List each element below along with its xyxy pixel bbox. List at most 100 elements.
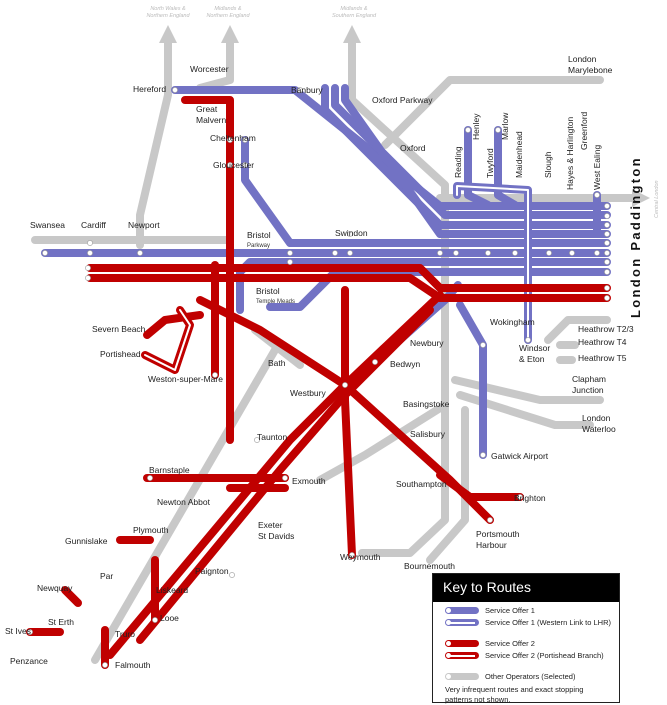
station-label-line: Bristol: [247, 230, 271, 240]
station-dot: [594, 250, 600, 256]
blue-route: [341, 84, 611, 238]
station-label-newton-abbot: Newton Abbot: [157, 497, 211, 507]
station-label-banbury: Banbury: [291, 85, 323, 95]
station-dot: [85, 275, 91, 281]
region-central-london: Central London: [654, 180, 660, 218]
station-label-st-erth: St Erth: [48, 617, 74, 627]
red-route: [181, 96, 234, 444]
station-dot: [495, 127, 501, 133]
station-label-bedwyn: Bedwyn: [390, 359, 421, 369]
station-dot: [604, 259, 610, 265]
station-label-barnstaple: Barnstaple: [149, 465, 190, 475]
red-route: [136, 306, 434, 644]
station-dot: [242, 137, 248, 143]
route-key-title: Key to Routes: [433, 574, 619, 602]
blue-route: [241, 136, 611, 247]
region-north-wales-1: North Wales &: [150, 6, 186, 12]
blue-route-western-link-inner: [456, 185, 529, 341]
arrow-up-icon: [159, 25, 177, 43]
station-dot: [42, 250, 48, 256]
station-label-exmouth: Exmouth: [292, 476, 326, 486]
station-label-plymouth: Plymouth: [133, 525, 169, 535]
region-midlands-north-2: Northern England: [206, 13, 250, 19]
station-label-line: & Eton: [519, 354, 545, 364]
station-label-cardiff: Cardiff: [81, 220, 107, 230]
station-dot: [254, 437, 260, 443]
station-label-newbury: Newbury: [410, 338, 444, 348]
station-dot: [287, 259, 293, 265]
station-label-paignton: Paignton: [195, 566, 229, 576]
station-dot: [512, 250, 518, 256]
station-label-swindon: Swindon: [335, 228, 368, 238]
station-dot: [525, 337, 531, 343]
station-label-greenford: Greenford: [579, 111, 589, 150]
station-dot: [287, 250, 293, 256]
station-dot: [27, 629, 33, 635]
station-dot: [465, 127, 471, 133]
station-label-line: Waterloo: [582, 424, 616, 434]
station-dot: [437, 250, 443, 256]
station-label-taunton: Taunton: [257, 432, 288, 442]
station-label-windsor-eton: Windsor& Eton: [519, 343, 550, 364]
blue-route: [321, 84, 611, 229]
station-label-line: Marylebone: [568, 65, 613, 75]
arrow-right-icon: [632, 189, 650, 207]
grey-route: [196, 36, 234, 92]
station-dot: [282, 475, 288, 481]
station-dot: [227, 162, 233, 168]
station-label-line: Bristol: [256, 286, 280, 296]
legend-label: Service Offer 1: [485, 606, 535, 615]
grey-route: [136, 36, 172, 249]
legend-swatch: [445, 619, 479, 626]
station-dot: [332, 250, 338, 256]
station-label-weymouth: Weymouth: [340, 552, 381, 562]
station-label-line: Malvern: [196, 115, 227, 125]
station-label-line: St Davids: [258, 531, 294, 541]
grey-route: [316, 401, 449, 484]
red-route: [341, 286, 356, 559]
station-label-line: Harbour: [476, 540, 507, 550]
direction-arrows: [159, 25, 650, 207]
red-route: [61, 586, 82, 607]
station-label-liskeard: Liskeard: [156, 585, 188, 595]
station-label-line: Temple Meads: [256, 299, 295, 305]
station-label-line: Great: [196, 104, 218, 114]
station-dot: [604, 231, 610, 237]
station-dot: [604, 222, 610, 228]
station-dot: [372, 359, 378, 365]
station-label-worcester: Worcester: [190, 64, 229, 74]
station-label-line: London: [568, 54, 597, 64]
station-dot: [487, 517, 493, 523]
station-dots: [27, 87, 610, 668]
red-route: [436, 471, 524, 501]
station-label-salisbury: Salisbury: [410, 429, 446, 439]
station-label-newport: Newport: [128, 220, 160, 230]
grey-route: [544, 316, 611, 344]
station-label-maidenhead: Maidenhead: [514, 131, 524, 178]
station-dot: [604, 213, 610, 219]
station-dot: [480, 452, 486, 458]
blue-route: [494, 126, 519, 209]
station-label-oxford: Oxford: [400, 143, 426, 153]
station-dot: [604, 203, 610, 209]
blue-route: [171, 86, 611, 210]
station-label-line: Parkway: [247, 243, 270, 249]
station-label-line: Clapham: [572, 374, 606, 384]
region-north-wales-2: Northern England: [146, 13, 190, 19]
station-label-swansea: Swansea: [30, 220, 65, 230]
station-dot: [297, 87, 303, 93]
grey-route: [381, 76, 604, 149]
station-label-reading: Reading: [453, 146, 463, 178]
station-dot: [342, 382, 348, 388]
grey-route: [348, 36, 449, 557]
station-dot: [87, 250, 93, 256]
